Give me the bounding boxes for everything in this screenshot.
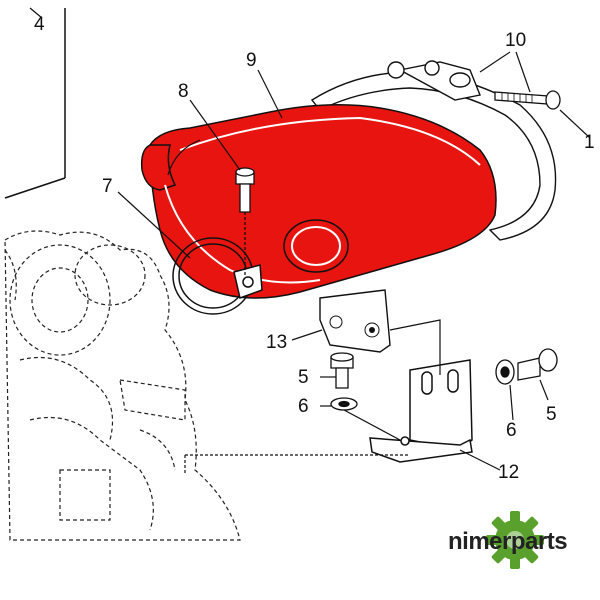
pipe-clamp [172, 237, 263, 315]
muffler [140, 104, 497, 353]
clamp-bolt [494, 90, 561, 110]
support-bracket [369, 359, 473, 463]
bolt-right [495, 348, 558, 385]
muffler-body [149, 104, 497, 299]
callout-1: 1 [584, 132, 595, 153]
gear-icon [486, 511, 544, 569]
callout-5-right: 5 [546, 404, 557, 425]
inlet-stub [140, 144, 177, 191]
engine-block-outline [4, 230, 241, 541]
callout-7: 7 [102, 176, 113, 197]
callout-4: 4 [34, 14, 45, 35]
brand-logo-text: nimerparts [448, 528, 568, 555]
callout-6-right: 6 [506, 420, 517, 441]
bolt-left [330, 352, 358, 411]
callout-9: 9 [246, 50, 257, 71]
callout-10: 10 [505, 30, 526, 51]
mounting-band [310, 60, 557, 241]
clamp-screw [235, 167, 255, 275]
leader-lines [29, 7, 591, 475]
callout-6-left: 6 [298, 396, 309, 417]
callout-5-left: 5 [298, 367, 309, 388]
frame-edge [4, 8, 66, 199]
callout-8: 8 [178, 81, 189, 102]
callout-12: 12 [498, 462, 519, 483]
callout-13: 13 [266, 332, 287, 353]
